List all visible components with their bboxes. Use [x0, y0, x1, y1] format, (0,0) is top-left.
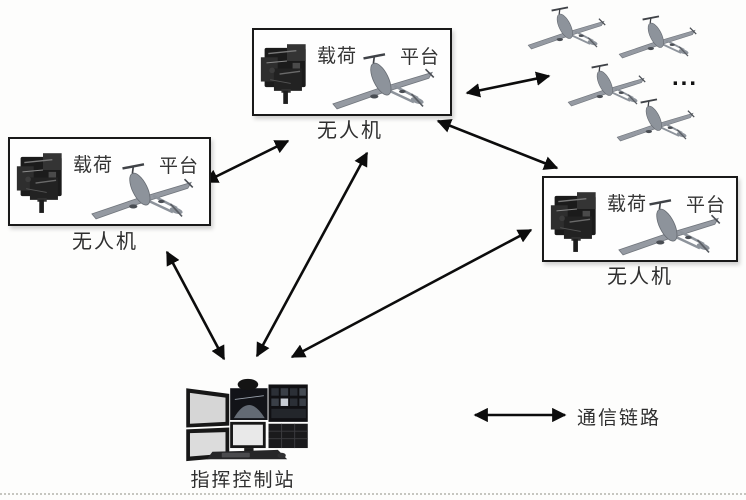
comm-link-left-station — [165, 250, 226, 361]
swarm-more-ellipsis: ... — [672, 64, 699, 91]
payload-label: 载荷 — [73, 155, 114, 176]
payload-sensor-image — [550, 191, 597, 253]
comm-link-top-right — [436, 119, 559, 170]
payload-sensor-image — [16, 152, 63, 214]
uav-box-left: 载荷 平台 — [8, 137, 211, 226]
uav-caption-right: 无人机 — [607, 266, 673, 288]
swarm-uav-image — [527, 6, 607, 50]
payload-label: 载荷 — [607, 194, 648, 215]
control-station-image — [185, 378, 309, 462]
station-caption: 指挥控制站 — [190, 470, 296, 491]
comm-link-right-station — [290, 228, 533, 359]
uav-aircraft-image — [90, 163, 195, 221]
payload-label: 载荷 — [317, 46, 358, 67]
platform-label: 平台 — [158, 156, 199, 177]
legend-comm-link-arrow — [473, 407, 567, 423]
swarm-uav-image — [616, 98, 696, 142]
uav-caption-left: 无人机 — [72, 231, 138, 253]
bottom-divider — [0, 493, 746, 495]
uav-aircraft-image — [331, 53, 436, 111]
payload-sensor-image — [260, 43, 307, 105]
swarm-uav-image — [618, 15, 698, 59]
comm-link-left-top — [203, 139, 290, 184]
platform-label: 平台 — [399, 47, 440, 68]
legend-label: 通信链路 — [577, 408, 662, 429]
comm-link-top-swarm — [465, 71, 551, 98]
platform-label: 平台 — [685, 195, 726, 216]
uav-box-top: 载荷 平台 — [252, 28, 452, 116]
uav-aircraft-image — [617, 199, 722, 257]
uav-caption-top: 无人机 — [317, 120, 383, 142]
uav-box-right: 载荷 平台 — [542, 176, 738, 262]
